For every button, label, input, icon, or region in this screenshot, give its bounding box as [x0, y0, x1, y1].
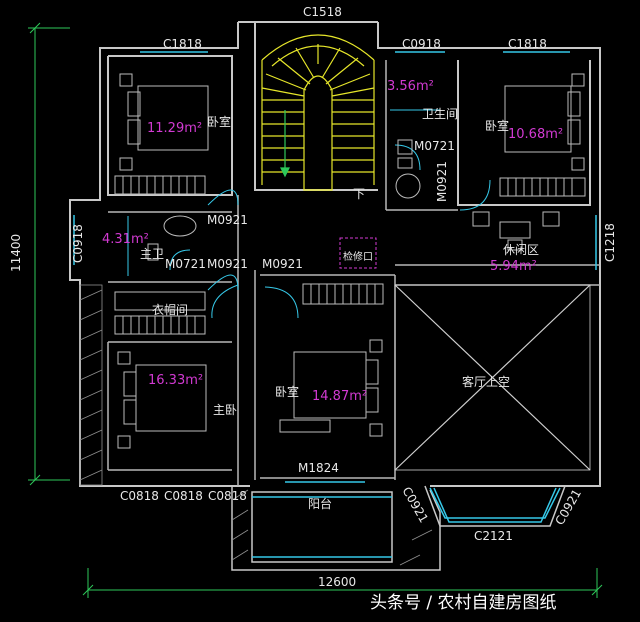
dimension-width: 12600: [318, 575, 356, 589]
label-stair-down: 下: [353, 187, 365, 201]
opening-m0921-c: M0921: [207, 257, 248, 271]
width-dimension: [82, 568, 603, 598]
room-area-main-bath: 4.31m²: [102, 232, 149, 247]
room-name-leisure: 休闲区: [503, 243, 539, 257]
opening-c1818-b: C1818: [508, 37, 547, 51]
room-area-leisure: 5.94m²: [490, 259, 537, 274]
room-name-balcony: 阳台: [308, 496, 332, 511]
furniture: [114, 73, 586, 449]
opening-c0818-b: C0818: [164, 489, 203, 503]
opening-c1218: C1218: [603, 223, 617, 262]
opening-c0918-left: C0918: [71, 224, 85, 263]
height-dimension: [28, 22, 70, 486]
door-swings: [169, 144, 491, 319]
room-name-bedroom-ne: 卧室: [485, 118, 509, 133]
exterior-walls: [69, 21, 601, 487]
bay-window: [429, 487, 561, 523]
staircase: [261, 34, 375, 191]
bay-frame: [424, 485, 566, 527]
opening-c0918-top: C0918: [402, 37, 441, 51]
windows: [73, 51, 597, 483]
room-name-bedroom-mid: 卧室: [275, 384, 299, 399]
living-room-void: [394, 284, 591, 471]
room-name-bedroom-nw: 卧室: [207, 114, 231, 129]
room-area-bedroom-nw: 11.29m²: [147, 121, 202, 136]
room-area-bedroom-mid: 14.87m²: [312, 389, 367, 404]
room-name-closet: 衣帽间: [152, 302, 188, 317]
opening-m0921-d: M0921: [262, 257, 303, 271]
stair-arrow: [280, 110, 290, 178]
room-name-bathroom-n: 卫生间: [422, 107, 458, 121]
label-access-hatch: 检修口: [343, 250, 373, 263]
balcony-outline: [231, 486, 441, 571]
opening-c2121: C2121: [474, 529, 513, 543]
opening-m1824: M1824: [298, 461, 339, 475]
opening-c0818-c: C0818: [208, 489, 247, 503]
room-area-master: 16.33m²: [148, 373, 203, 388]
room-area-bedroom-ne: 10.68m²: [508, 127, 563, 142]
opening-m0721-b: M0721: [165, 257, 206, 271]
dimension-height: 11400: [9, 234, 23, 272]
opening-m0921-b: M0921: [207, 213, 248, 227]
balcony-hatch: [231, 489, 433, 566]
opening-c0818-a: C0818: [120, 489, 159, 503]
opening-c1518: C1518: [303, 5, 342, 19]
watermark: 头条号 / 农村自建房图纸: [370, 593, 557, 613]
room-name-master: 主卧: [213, 403, 237, 417]
room-area-bathroom-n: 3.56m²: [387, 79, 434, 94]
room-name-main-bath: 主卫: [140, 247, 164, 261]
room-name-living-void: 客厅上空: [462, 374, 510, 389]
opening-m0921-a: M0921: [435, 161, 449, 202]
opening-m0721-a: M0721: [414, 139, 455, 153]
hatched-wall: [79, 284, 103, 486]
opening-c1818-a: C1818: [163, 37, 202, 51]
